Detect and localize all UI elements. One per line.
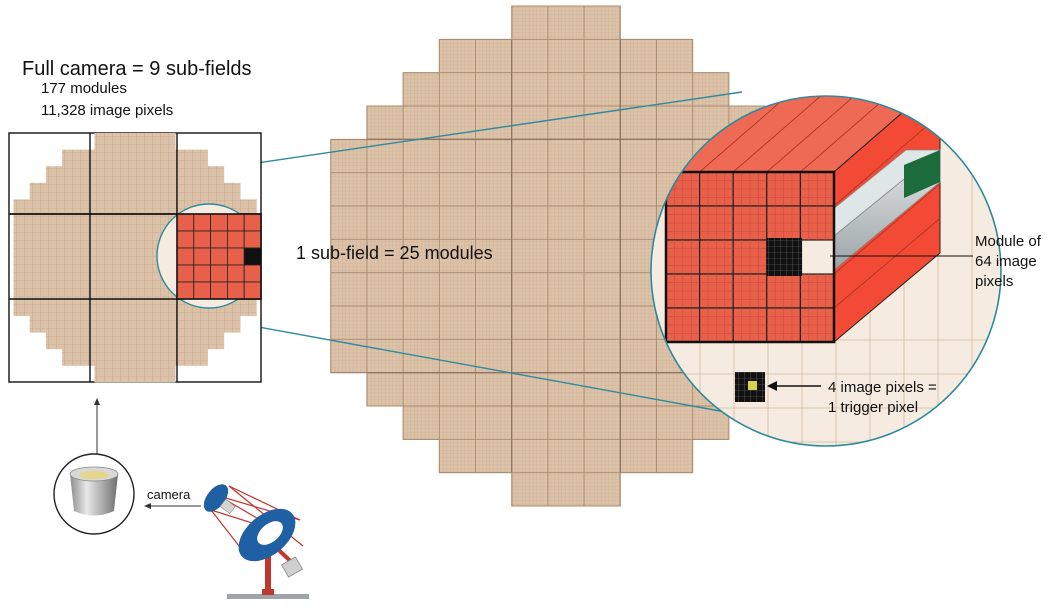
title-text: Full camera = 9 sub-fields xyxy=(22,58,252,80)
camera-arrow xyxy=(144,503,201,509)
camera-icon xyxy=(53,453,135,535)
zoom-lines xyxy=(208,91,743,416)
module-label: Module of 64 image pixels xyxy=(975,233,1041,290)
modules-count-text: 177 modules xyxy=(41,80,127,97)
trigger-label-line2: 1 trigger pixel xyxy=(828,399,919,416)
trigger-label: 4 image pixels = 1 trigger pixel xyxy=(828,378,948,418)
trigger-label-line1: 4 image pixels = xyxy=(828,379,937,396)
zoom-circle xyxy=(650,95,1002,447)
telescope-icon xyxy=(203,484,309,599)
subfield-label: 1 sub-field = 25 modules xyxy=(296,243,493,263)
camera-label: camera xyxy=(147,487,191,502)
trigger-arrow xyxy=(767,381,821,391)
up-arrow xyxy=(94,398,100,455)
pixels-count-text: 11,328 image pixels xyxy=(41,102,174,119)
full-camera-diagram xyxy=(8,132,262,383)
zoom-detail xyxy=(651,96,1001,446)
